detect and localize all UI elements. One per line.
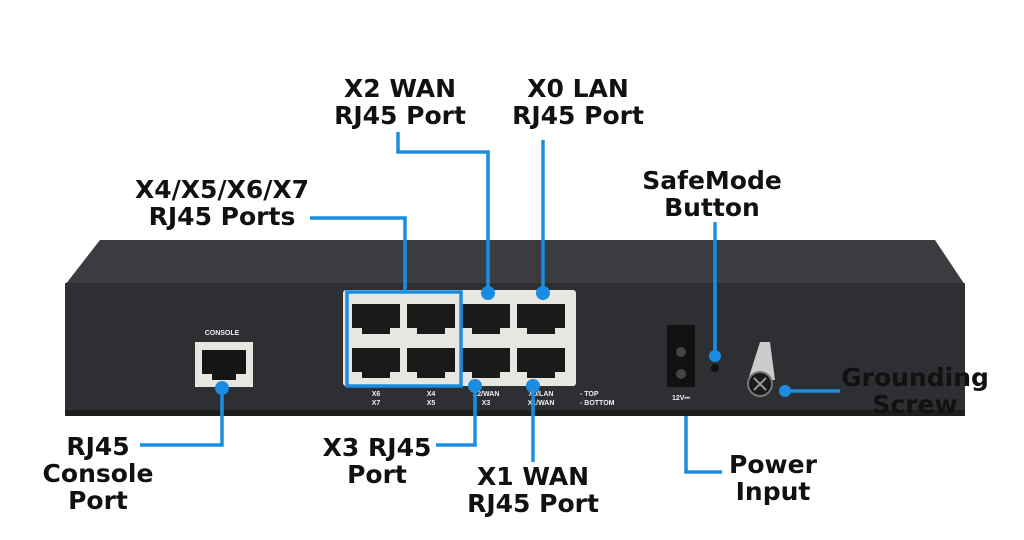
grounding-screw: [747, 342, 775, 397]
rj45-port: [352, 348, 400, 378]
rj45-port: [462, 304, 510, 334]
port-label: X2/WAN: [473, 391, 500, 398]
legend-bottom: - BOTTOM: [580, 400, 615, 407]
x3-line: [436, 386, 477, 447]
power-label: 12V⎓: [672, 395, 690, 402]
port-label: X5: [427, 400, 436, 407]
power-line: [684, 416, 722, 474]
rj45-port: [352, 304, 400, 334]
safemode-button: [711, 364, 719, 372]
x2-wan-line: [396, 132, 490, 292]
console-line: [140, 388, 224, 447]
console-label: CONSOLE: [205, 330, 240, 337]
port-label: X7: [372, 400, 381, 407]
x4-x7-line: [310, 216, 407, 292]
rj45-port: [462, 348, 510, 378]
chassis-top: [65, 240, 965, 285]
callout-lines: [140, 132, 840, 474]
console-port: [195, 342, 253, 387]
power-input: [667, 325, 695, 387]
rj45-port: [407, 348, 455, 378]
port-label: X4: [427, 391, 436, 398]
callout-dots: [215, 286, 791, 397]
rj45-port: [517, 348, 565, 378]
port-label: X0/LAN: [529, 391, 554, 398]
port-label: X1/WAN: [528, 400, 555, 407]
port-label: X3: [482, 400, 491, 407]
rj45-port: [407, 304, 455, 334]
rj45-port: [517, 304, 565, 334]
port-label: X6: [372, 391, 381, 398]
legend-top: - TOP: [580, 391, 599, 398]
